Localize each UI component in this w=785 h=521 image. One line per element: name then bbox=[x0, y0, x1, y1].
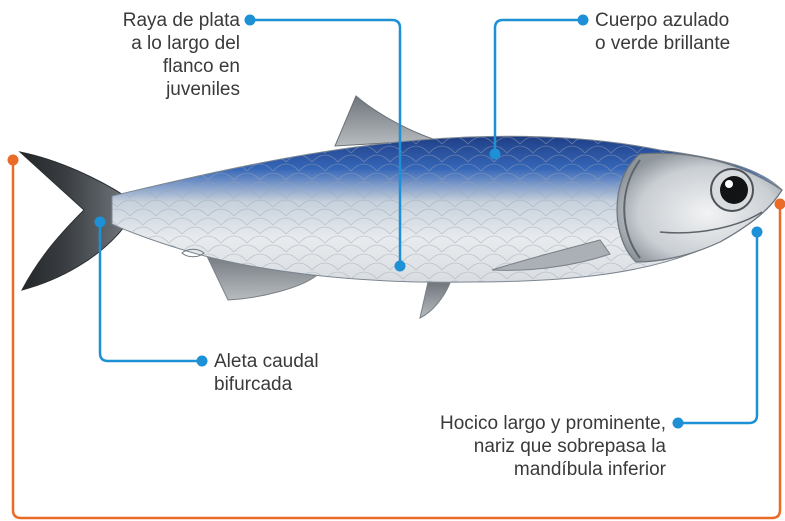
gill-line bbox=[623, 159, 641, 259]
caudal-fin bbox=[18, 151, 126, 291]
pectoral-fin bbox=[491, 239, 611, 271]
callout-body-color-line-1: Cuerpo azulado bbox=[595, 10, 730, 31]
callout-silver-stripe-line-3: flanco en bbox=[162, 56, 240, 77]
callout-silver-stripe-line-1: Raya de plata bbox=[122, 10, 240, 31]
signature-mark bbox=[181, 248, 205, 258]
callout-dot-icon bbox=[244, 14, 256, 26]
callout-silver-stripe-line-4: juveniles bbox=[166, 79, 240, 100]
leader-line-silver-stripe bbox=[248, 18, 402, 268]
callout-caudal-fin: Aleta caudal bifurcada bbox=[214, 350, 394, 396]
callout-silver-stripe: Raya de plata a lo largo del flanco en j… bbox=[60, 9, 240, 101]
pelvic-fin bbox=[419, 281, 451, 319]
callout-dot-icon bbox=[94, 216, 106, 228]
callout-caudal-fin-line-2: bifurcada bbox=[214, 374, 293, 395]
dorsal-fin bbox=[334, 95, 437, 147]
leader-line-caudal-fin bbox=[98, 220, 204, 363]
callout-snout-line-1: Hocico largo y prominente, bbox=[440, 413, 666, 434]
length-bracket-icon bbox=[7, 154, 785, 520]
leader-line-body-color bbox=[493, 18, 585, 156]
eye bbox=[710, 168, 754, 212]
callout-dot-icon bbox=[196, 355, 208, 367]
leader-line-snout bbox=[676, 230, 759, 425]
callout-snout: Hocico largo y prominente, nariz que sob… bbox=[366, 412, 666, 481]
callout-caudal-fin-line-1: Aleta caudal bbox=[214, 351, 319, 372]
callout-body-color: Cuerpo azulado o verde brillante bbox=[595, 9, 775, 55]
callout-snout-line-3: mandíbula inferior bbox=[513, 459, 666, 480]
mouth-line bbox=[659, 211, 763, 234]
callout-body-color-line-2: o verde brillante bbox=[595, 33, 731, 54]
callout-silver-stripe-line-2: a lo largo del bbox=[131, 33, 240, 54]
callout-snout-line-2: nariz que sobrepasa la bbox=[473, 436, 666, 457]
callout-dot-icon bbox=[577, 14, 589, 26]
callout-dot-icon bbox=[751, 226, 763, 238]
callout-dot-icon bbox=[394, 260, 406, 272]
callout-dot-icon bbox=[672, 417, 684, 429]
callout-dot-icon bbox=[489, 148, 501, 160]
